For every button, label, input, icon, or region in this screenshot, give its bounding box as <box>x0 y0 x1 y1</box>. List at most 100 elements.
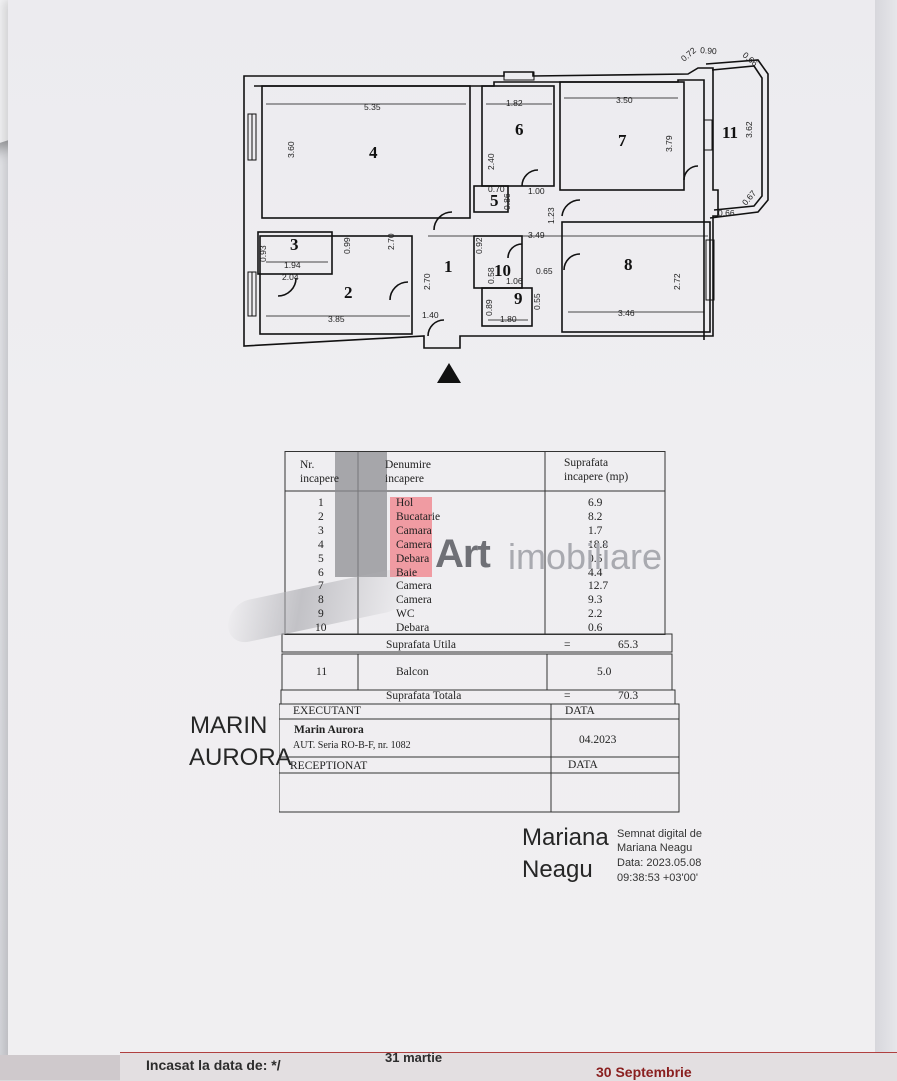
watermark-block <box>335 452 387 577</box>
dimension-label: 0.86 <box>502 193 512 210</box>
table-cell-nr: 5 <box>318 552 324 565</box>
utila-label: Suprafata Utila <box>386 639 456 651</box>
dimension-label: 5.35 <box>364 102 381 112</box>
room-number: 3 <box>290 235 299 254</box>
dimension-label: 1.23 <box>546 207 556 224</box>
utila-value: 65.3 <box>618 639 639 651</box>
dimension-label: 0.55 <box>532 293 542 310</box>
document-sheet <box>8 0 897 1065</box>
room-number: 5 <box>490 191 499 210</box>
dimension-label: 1.94 <box>284 260 301 270</box>
table-cell-area: 6.9 <box>588 497 603 509</box>
totala-eq: = <box>564 690 571 702</box>
room-number: 6 <box>515 120 524 139</box>
room-number: 1 <box>444 257 453 276</box>
executant-authorization: AUT. Seria RO-B-F, nr. 1082 <box>293 740 411 751</box>
header-area-2: incapere (mp) <box>564 471 629 483</box>
signature-line-2: Mariana Neagu <box>617 842 693 854</box>
table-cell-name: Bucatarie <box>396 510 441 523</box>
table-cell-area: 9.3 <box>588 594 603 607</box>
bottom-text-mid: 31 martie <box>385 1050 443 1065</box>
dimension-label: 2.04 <box>282 272 299 282</box>
header-nr-2: incapere <box>300 473 339 485</box>
data-value-1: 04.2023 <box>579 734 617 746</box>
watermark-red-block <box>390 497 432 577</box>
dimension-label: 1.00 <box>528 186 545 196</box>
signature-line-4: 09:38:53 +03'00' <box>617 872 698 884</box>
data-label-2: DATA <box>568 759 598 771</box>
table-cell-name: Baie <box>396 566 418 579</box>
header-name: Denumire <box>385 459 431 471</box>
balcon-nr: 11 <box>316 666 328 678</box>
table-cell-area: 0.5 <box>588 552 603 565</box>
utila-eq: = <box>564 639 571 651</box>
table-cell-nr: 1 <box>318 497 324 509</box>
dimension-label: 3.50 <box>616 95 633 105</box>
dimension-label: 0.72 <box>679 45 698 63</box>
table-cell-nr: 3 <box>318 524 324 537</box>
dimension-label: 1.80 <box>500 314 517 324</box>
room-number: 11 <box>722 123 738 142</box>
room-number: 10 <box>494 261 511 280</box>
table-cell-name: Camera <box>396 594 432 607</box>
signature-name-1: Mariana <box>522 824 609 851</box>
dimension-label: 1.06 <box>506 276 523 286</box>
table-cell-name: Debara <box>396 622 430 635</box>
signature-name-2: Neagu <box>522 856 593 883</box>
room-number: 8 <box>624 255 633 274</box>
dimension-label: 2.72 <box>672 273 682 290</box>
table-cell-area: 0.6 <box>588 622 603 635</box>
signature-line-1: Semnat digital de <box>617 828 702 840</box>
table-cell-nr: 8 <box>318 594 324 607</box>
watermark-brand: Art <box>435 532 491 576</box>
dimension-label: 1.82 <box>506 98 523 108</box>
table-cell-name: Camara <box>396 524 432 537</box>
table-cell-name: Camera <box>396 580 432 593</box>
signature-line-3: Data: 2023.05.08 <box>617 857 702 869</box>
header-nr: Nr. <box>300 459 315 471</box>
dimension-label: 3.85 <box>328 314 345 324</box>
table-cell-area: 18.8 <box>588 538 609 551</box>
floor-plan: 4 6 7 11 5 3 2 1 10 9 8 5.35 1.82 3.50 2… <box>243 45 769 349</box>
dimension-label: 3.46 <box>618 308 635 318</box>
table-cell-area: 4.4 <box>588 566 603 579</box>
totala-label: Suprafata Totala <box>386 690 462 702</box>
table-cell-name: WC <box>396 608 415 621</box>
table-cell-nr: 7 <box>318 580 324 593</box>
table-cell-nr: 9 <box>318 608 324 621</box>
entrance-arrow-icon <box>437 363 461 383</box>
table-cell-area: 12.7 <box>588 580 609 593</box>
table-cell-area: 8.2 <box>588 510 603 523</box>
table-cell-nr: 4 <box>318 538 324 551</box>
table-cell-nr: 6 <box>318 566 324 579</box>
table-cell-area: 1.7 <box>588 524 603 537</box>
dimension-label: 3.62 <box>744 121 754 138</box>
underlying-document <box>120 1052 897 1081</box>
totala-value: 70.3 <box>618 690 639 702</box>
bottom-text-right: 30 Septembrie <box>596 1064 692 1080</box>
room-number: 7 <box>618 131 627 150</box>
balcon-name: Balcon <box>396 666 429 678</box>
dimension-label: 0.90 <box>700 45 717 56</box>
handwritten-name-line2: AURORA <box>189 744 292 771</box>
table-cell-nr: 10 <box>315 622 327 635</box>
table-cell-name: Hol <box>396 497 414 509</box>
bottom-text-left: Incasat la data de: */ <box>146 1057 281 1073</box>
dimension-label: 0.66 <box>718 208 735 218</box>
dimension-label: 1.40 <box>422 310 439 320</box>
outer-wall <box>243 67 719 349</box>
dimension-label: 2.70 <box>422 273 432 290</box>
room-number: 2 <box>344 283 353 302</box>
table-cell-area: 2.2 <box>588 608 603 621</box>
table-cell-name: Debara <box>396 552 430 565</box>
data-label-1: DATA <box>565 705 595 717</box>
executant-label: EXECUTANT <box>293 705 362 717</box>
handwritten-name-line1: MARIN <box>190 712 268 739</box>
dimension-label: 0.92 <box>474 237 484 254</box>
dimension-label: 0.99 <box>342 237 352 254</box>
dimension-label: 0.65 <box>536 266 553 276</box>
table-cell-name: Camera <box>396 538 432 551</box>
room-number: 9 <box>514 289 523 308</box>
dimension-label: 2.40 <box>486 153 496 170</box>
dimension-label: 0.70 <box>488 184 505 194</box>
